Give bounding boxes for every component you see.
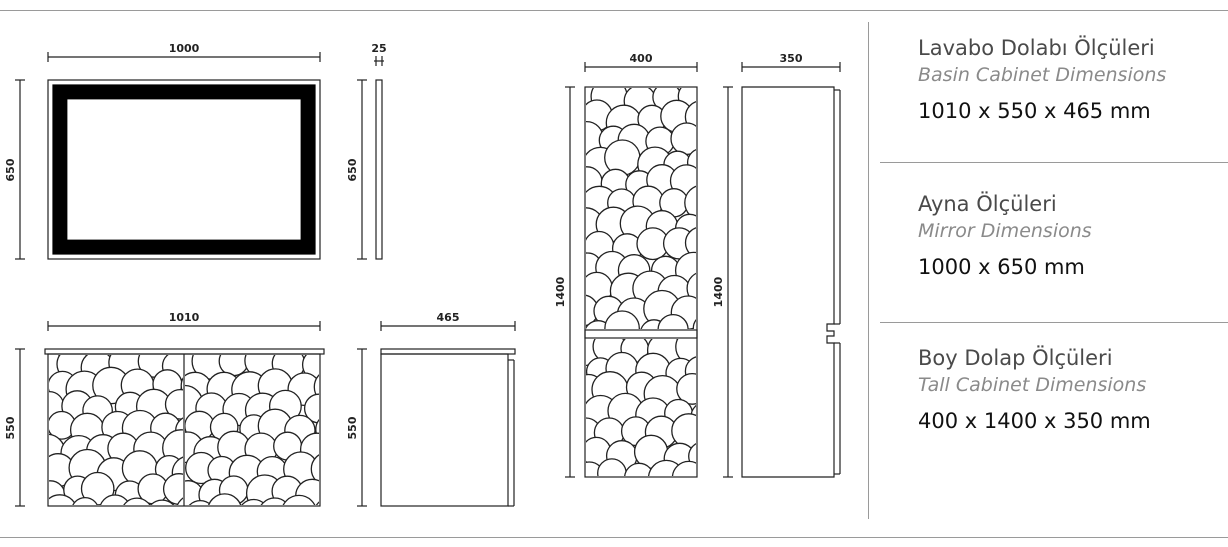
- spec-value: 1010 x 550 x 465 mm: [918, 99, 1151, 123]
- door-circle-motif: [624, 462, 655, 476]
- basin-height-dimension-line: [15, 348, 25, 507]
- basin-cabinet-front-view: [44, 348, 325, 507]
- tall-width-label: 400: [630, 52, 653, 65]
- door-circle-motif: [676, 372, 696, 405]
- tall-top-door-circle-pattern: [586, 88, 696, 329]
- basin-cabinet-side-view: [380, 348, 516, 507]
- spec-divider: [880, 162, 1228, 163]
- mirror-side-height-dimension-line: [357, 79, 367, 260]
- dimensions-info-panel: Lavabo Dolabı Ölçüleri Basin Cabinet Dim…: [868, 22, 1228, 519]
- spec-title-en: Basin Cabinet Dimensions: [918, 64, 1167, 86]
- door-circle-motif: [123, 497, 151, 505]
- spec-title-tr: Lavabo Dolabı Ölçüleri: [918, 36, 1155, 60]
- door-circle-motif: [604, 310, 640, 329]
- spec-title-tr: Ayna Ölçüleri: [918, 192, 1057, 216]
- door-circle-motif: [164, 388, 183, 420]
- spec-divider: [880, 322, 1228, 323]
- tall-cabinet-front-view: [584, 86, 698, 478]
- spec-title-tr: Boy Dolap Ölçüleri: [918, 346, 1113, 370]
- mirror-side-height-label: 650: [346, 158, 359, 181]
- basin-width-label: 1010: [169, 311, 200, 324]
- spec-value: 1000 x 650 mm: [918, 255, 1085, 279]
- door-circle-motif: [218, 355, 249, 377]
- basin-side-height-dimension-line: [357, 348, 367, 507]
- spec-title-en: Tall Cabinet Dimensions: [918, 374, 1147, 396]
- door-circle-motif: [315, 501, 319, 505]
- door-circle-motif: [241, 498, 267, 505]
- door-circle-motif: [208, 493, 242, 505]
- technical-drawing: 1000 650 25 650 1010 550 465 550 400 140…: [4, 42, 841, 507]
- mirror-height-dimension-line: [15, 79, 25, 260]
- mirror-front-view: [47, 79, 321, 260]
- door-circle-motif: [310, 454, 319, 484]
- tall-side-height-label: 1400: [712, 276, 725, 307]
- door-circle-motif: [684, 185, 696, 220]
- door-circle-motif: [260, 497, 289, 505]
- top-border-line: [0, 10, 1228, 11]
- tall-width-dimension-line: [584, 62, 698, 72]
- mirror-depth-label: 25: [371, 42, 386, 55]
- door-circle-motif: [176, 497, 183, 505]
- door-circle-motif: [99, 494, 131, 505]
- tall-height-label: 1400: [554, 276, 567, 307]
- door-circle-motif: [657, 313, 689, 329]
- mirror-width-label: 1000: [169, 42, 200, 55]
- door-circle-motif: [671, 460, 696, 476]
- basin-depth-label: 465: [437, 311, 460, 324]
- tall-height-dimension-line: [565, 86, 575, 478]
- door-circle-motif: [72, 496, 98, 505]
- spec-value: 400 x 1400 x 350 mm: [918, 409, 1151, 433]
- basin-cabinet-spec: Lavabo Dolabı Ölçüleri Basin Cabinet Dim…: [918, 34, 1166, 126]
- tall-bottom-door-circle-pattern: [586, 339, 696, 476]
- tall-depth-dimension-line: [741, 62, 841, 72]
- door-circle-motif: [49, 494, 77, 505]
- mirror-width-dimension-line: [47, 52, 321, 62]
- basin-height-label: 550: [4, 416, 17, 439]
- basin-width-dimension-line: [47, 321, 321, 331]
- spec-title-en: Mirror Dimensions: [918, 220, 1092, 242]
- door-circle-motif: [671, 413, 696, 449]
- basin-right-door-circle-pattern: [185, 355, 319, 505]
- door-circle-motif: [597, 458, 627, 476]
- tall-depth-label: 350: [780, 52, 803, 65]
- basin-left-door-circle-pattern: [49, 355, 183, 505]
- door-circle-motif: [188, 499, 212, 505]
- mirror-spec: Ayna Ölçüleri Mirror Dimensions 1000 x 6…: [918, 190, 1092, 282]
- basin-side-height-label: 550: [346, 416, 359, 439]
- panel-vertical-divider: [868, 22, 869, 519]
- tall-side-height-dimension-line: [723, 86, 733, 478]
- door-circle-motif: [313, 374, 319, 400]
- tall-cabinet-spec: Boy Dolap Ölçüleri Tall Cabinet Dimensio…: [918, 344, 1151, 436]
- mirror-depth-dimension-line: [374, 56, 384, 66]
- door-circle-motif: [282, 494, 316, 505]
- door-circle-motif: [692, 318, 696, 329]
- bottom-border-line: [0, 537, 1228, 538]
- door-circle-motif: [670, 122, 696, 156]
- door-circle-motif: [684, 227, 696, 259]
- basin-depth-dimension-line: [380, 321, 516, 331]
- door-circle-motif: [149, 499, 175, 505]
- mirror-height-label: 650: [4, 158, 17, 181]
- tall-cabinet-side-view: [741, 86, 841, 478]
- mirror-side-view: [375, 79, 383, 260]
